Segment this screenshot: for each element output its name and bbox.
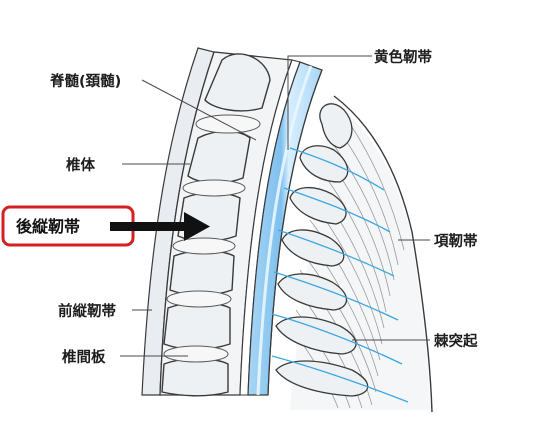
label-intervertebral-disc: 椎間板 bbox=[62, 348, 106, 366]
leader-lines bbox=[120, 55, 430, 357]
intervertebral-disc-3 bbox=[172, 237, 236, 255]
leader-ligamentum-flavum bbox=[287, 55, 372, 150]
label-anterior-longitudinal-ligament: 前縦靭帯 bbox=[58, 302, 116, 320]
vertebral-body-6 bbox=[161, 358, 229, 397]
leader-spinal-cord bbox=[141, 79, 257, 141]
spinous-process-3 bbox=[289, 187, 347, 225]
vertebral-body-4 bbox=[169, 250, 235, 296]
label-spinal-cord: 脊髄(頚髄) bbox=[49, 72, 121, 90]
vertebral-body-2 bbox=[187, 130, 251, 184]
spinous-processes bbox=[275, 103, 369, 397]
intervertebral-disc-2 bbox=[182, 179, 246, 197]
label-posterior-longitudinal-ligament: 後縦靭帯 bbox=[16, 217, 80, 236]
vertebral-body-5 bbox=[163, 302, 231, 350]
spinous-process-4 bbox=[281, 229, 345, 267]
vertebral-body-1 bbox=[204, 53, 271, 112]
intervertebral-disc-1 bbox=[195, 114, 261, 134]
spinous-process-2 bbox=[299, 145, 349, 183]
canal-posterior-wall bbox=[267, 69, 323, 396]
intervertebral-disc-4 bbox=[166, 290, 232, 308]
spinous-process-1 bbox=[319, 103, 353, 149]
pointer-arrow bbox=[110, 212, 210, 241]
intervertebral-disc-5 bbox=[163, 345, 229, 363]
label-vertebral-body: 椎体 bbox=[66, 156, 95, 174]
label-spinous-process: 棘突起 bbox=[434, 332, 478, 350]
ligamentum-flavum-lines bbox=[271, 147, 409, 403]
label-ligamentum-flavum: 黄色靭帯 bbox=[374, 48, 432, 66]
intervertebral-discs bbox=[163, 114, 261, 363]
label-nuchal-ligament: 項靭帯 bbox=[434, 232, 478, 250]
nuchal-ligament-edge bbox=[333, 95, 433, 413]
spinous-process-5 bbox=[277, 273, 348, 311]
spinal-cord-center-line bbox=[256, 65, 313, 396]
